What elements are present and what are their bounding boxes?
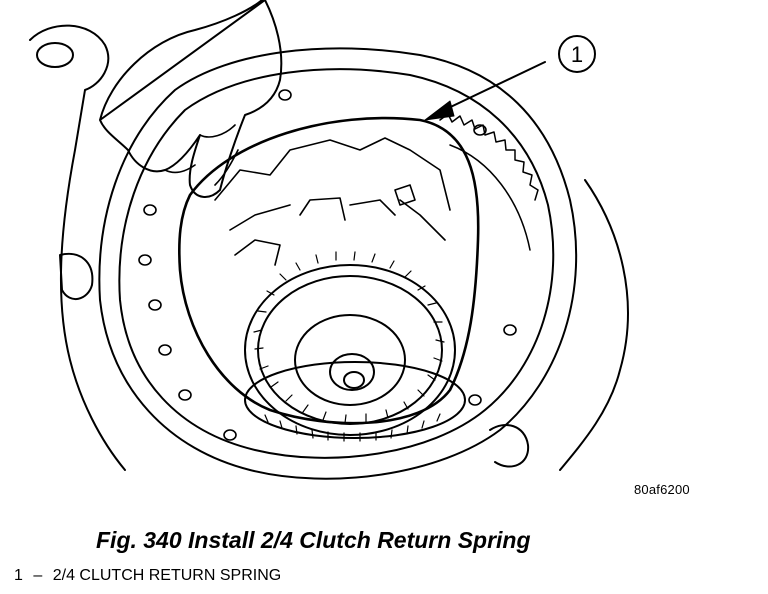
retainer-tabs [234,184,416,266]
legend-text: 2/4 CLUTCH RETURN SPRING [52,567,282,584]
clutch-pack-outer [244,264,456,436]
callout-circle [558,35,596,73]
clutch-pack-mid [257,275,443,425]
shaft-end [343,371,365,389]
legend-number: 1 [14,567,23,584]
hub-outer [294,314,406,406]
clutch-illustration: 1 [29,0,629,480]
figure-caption: Fig. 340 Install 2/4 Clutch Return Sprin… [96,527,531,553]
technician-hand [99,0,283,198]
housing-tab-bottom [489,424,530,468]
hub-inner [329,353,375,391]
legend-dash: – [33,567,43,584]
ring-gear-teeth [439,113,539,251]
clutch-return-spring [178,116,480,425]
outer-case-inner [118,68,555,459]
figure-code: 80af6200 [634,482,690,497]
hand-fingers [164,124,239,186]
housing-bracket [59,252,94,300]
lower-drum [244,361,466,439]
callout-leader [424,61,546,121]
clutch-splines [253,251,445,424]
callout-number: 1 [571,42,583,67]
housing-outline-left [29,24,126,471]
legend-line: 1 – 2/4 CLUTCH RETURN SPRING [14,567,281,585]
housing-lug [36,42,74,68]
bolt-holes [138,89,517,441]
outer-case [98,47,578,480]
housing-strap-right [559,179,629,471]
spring-fingers [214,137,451,241]
lower-drum-teeth [264,413,441,442]
